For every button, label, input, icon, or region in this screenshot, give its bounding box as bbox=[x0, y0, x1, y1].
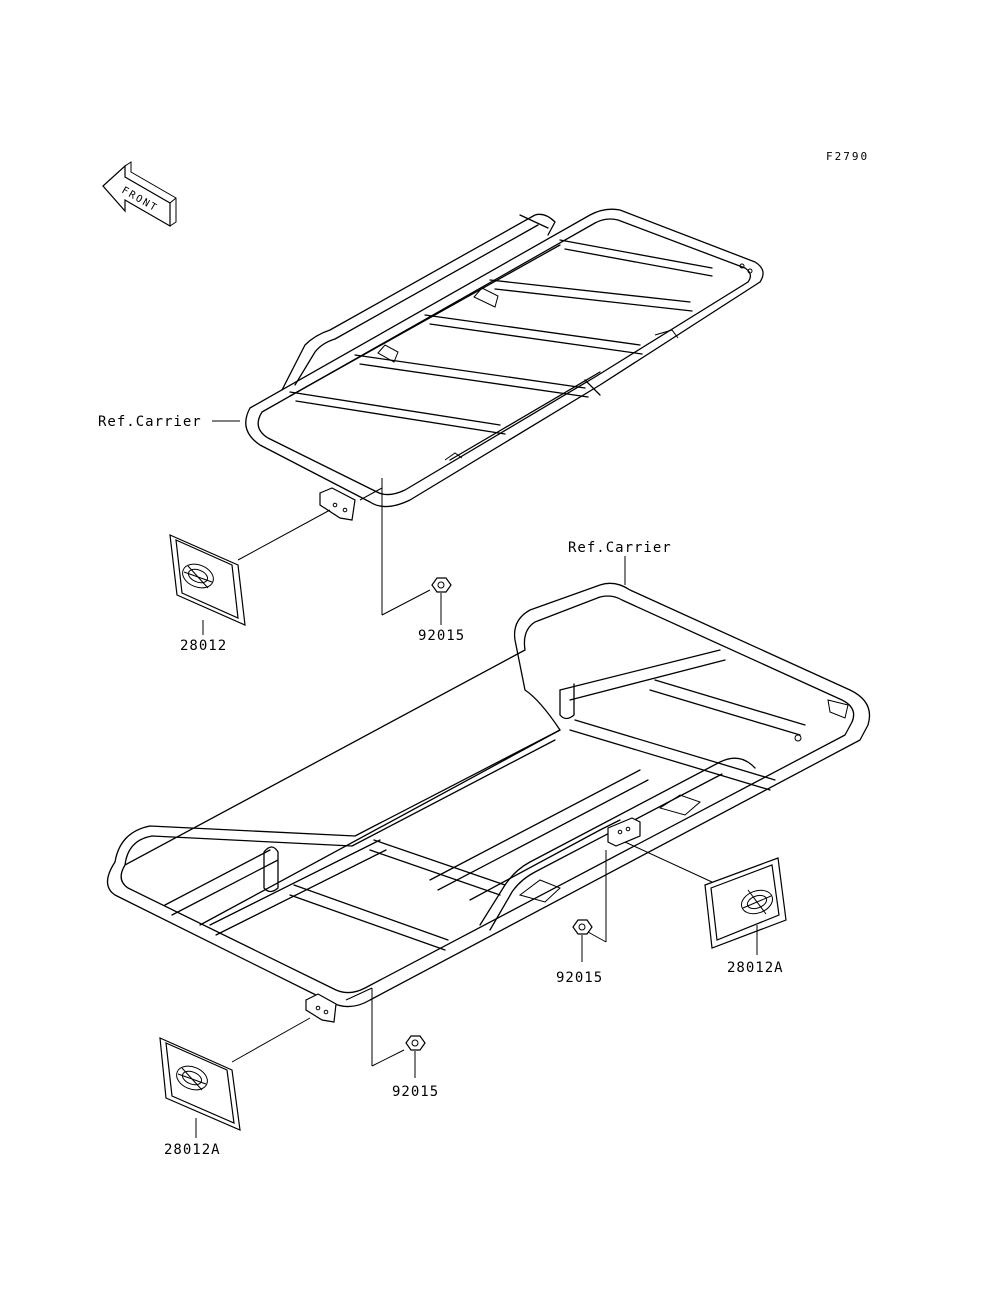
part-number-92015-middle: 92015 bbox=[556, 970, 603, 986]
reflector-28012A-right bbox=[704, 857, 787, 949]
nut-92015-upper bbox=[431, 577, 452, 593]
reflector-pattern-icon bbox=[182, 563, 214, 589]
nut-92015-lower bbox=[405, 1035, 426, 1051]
front-arrow-icon: FRONT bbox=[102, 161, 177, 228]
figure-code: F2790 bbox=[826, 150, 869, 163]
ref-carrier-label-lower: Ref.Carrier bbox=[568, 540, 672, 556]
reflector-28012A-left bbox=[159, 1037, 241, 1131]
reflector-pattern-icon bbox=[741, 889, 773, 915]
part-number-28012: 28012 bbox=[180, 638, 227, 654]
nut-92015-middle bbox=[572, 919, 593, 935]
rear-carrier-frame bbox=[106, 582, 871, 1023]
part-number-92015-upper: 92015 bbox=[418, 628, 465, 644]
part-number-92015-lower: 92015 bbox=[392, 1084, 439, 1100]
reflector-28012 bbox=[169, 534, 246, 626]
ref-carrier-label-upper: Ref.Carrier bbox=[98, 414, 202, 430]
part-number-28012A-left: 28012A bbox=[164, 1142, 221, 1158]
part-number-28012A-right: 28012A bbox=[727, 960, 784, 976]
front-carrier-frame bbox=[245, 208, 764, 521]
reflector-pattern-icon bbox=[176, 1065, 208, 1091]
